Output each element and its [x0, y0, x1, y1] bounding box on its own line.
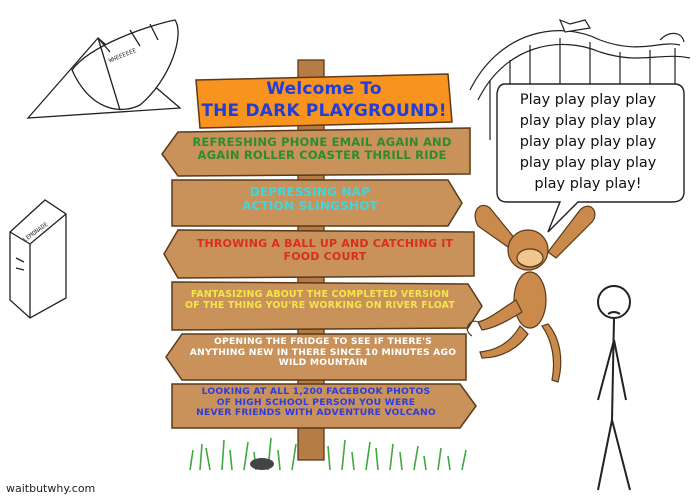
title-sign-line2: THE DARK PLAYGROUND!	[201, 101, 447, 121]
speech-bubble-text: Play play play play play play play play …	[519, 92, 657, 192]
sign-board-5	[165, 333, 467, 381]
sign-text-3: THROWING A BALL UP AND CATCHING IT FOOD …	[196, 237, 454, 263]
sign-board-1	[161, 127, 471, 177]
sign-text-5: OPENING THE FRIDGE TO SEE IF THERE'S ANY…	[189, 336, 457, 369]
monkey-drawing	[466, 204, 596, 383]
sign-board-4	[171, 281, 483, 331]
box-drawing	[9, 199, 67, 319]
title-sign-board	[195, 73, 453, 129]
speech-bubble-shape	[496, 83, 685, 233]
grass-drawing	[189, 437, 467, 471]
title-sign-line1: Welcome To	[266, 79, 382, 99]
sign-board-6	[171, 383, 477, 429]
stick-figure-drawing	[597, 285, 631, 491]
site-credit: waitbutwhy.com	[6, 482, 96, 495]
sign-board-2	[171, 179, 463, 227]
sign-board-3	[163, 229, 475, 279]
rock-drawing	[250, 458, 274, 470]
roller-coaster-drawing	[469, 18, 691, 140]
sign-text-2: DEPRESSING NAP ACTION SLINGSHOT	[241, 185, 379, 213]
saucer-ride-drawing	[26, 19, 182, 119]
sign-text-1: REFRESHING PHONE EMAIL AGAIN AND AGAIN R…	[192, 135, 452, 163]
sign-text-6: LOOKING AT ALL 1,200 FACEBOOK PHOTOS OF …	[196, 386, 436, 419]
sign-text-4: FANTASIZING ABOUT THE COMPLETED VERSION …	[185, 289, 455, 311]
